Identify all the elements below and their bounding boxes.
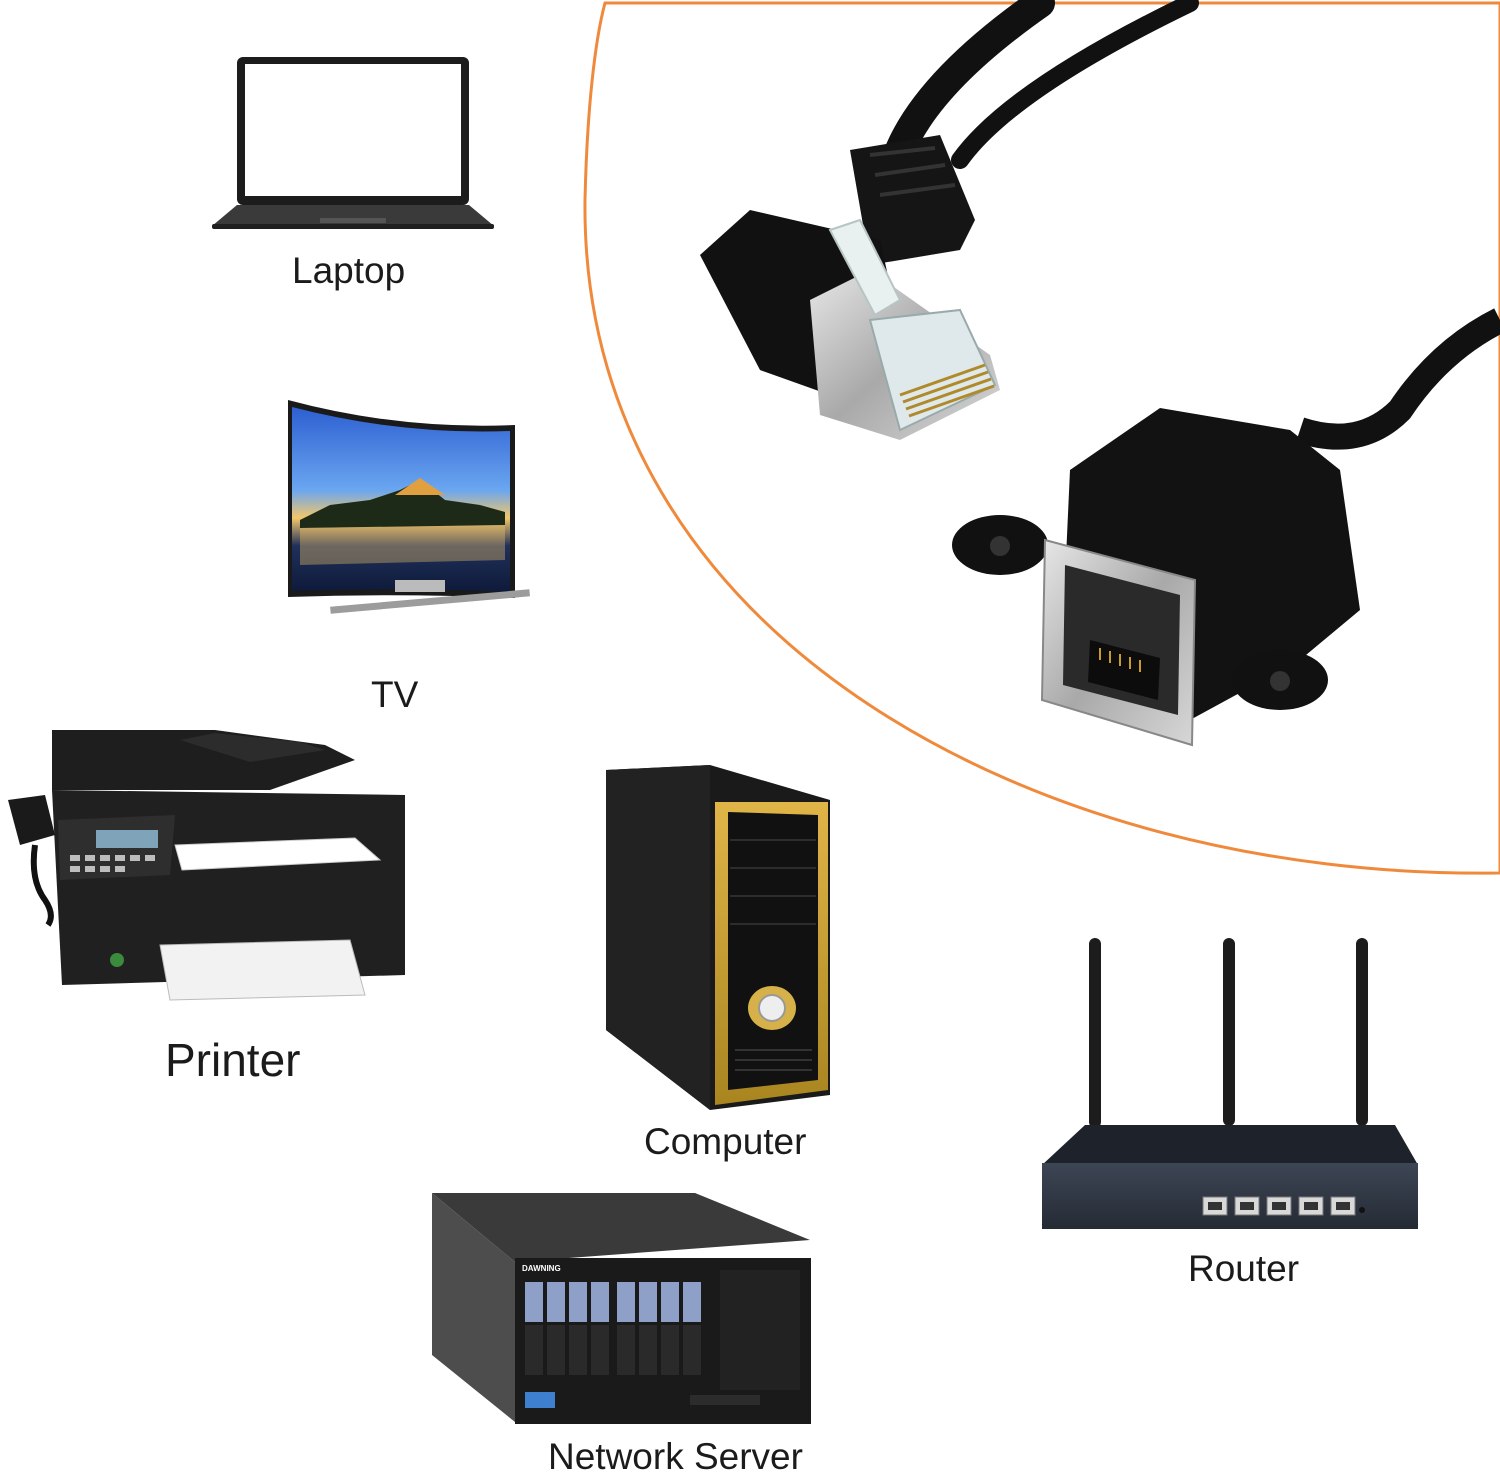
router-label: Router (1188, 1248, 1300, 1289)
server-brand: DAWNING (522, 1264, 561, 1273)
computer-tower-icon (606, 765, 830, 1110)
printer-icon (8, 730, 405, 1001)
network-server-label: Network Server (548, 1436, 803, 1477)
tv-label: TV (371, 674, 419, 715)
tv-icon (288, 400, 530, 614)
accent-frame (583, 1, 1500, 875)
server-icon: DAWNING (432, 1193, 811, 1424)
printer-label: Printer (165, 1034, 301, 1086)
laptop-icon (212, 57, 494, 229)
router-icon (1042, 938, 1418, 1229)
computer-label: Computer (644, 1121, 807, 1162)
laptop-label: Laptop (292, 250, 406, 291)
ethernet-cable-icon (700, 0, 1500, 747)
